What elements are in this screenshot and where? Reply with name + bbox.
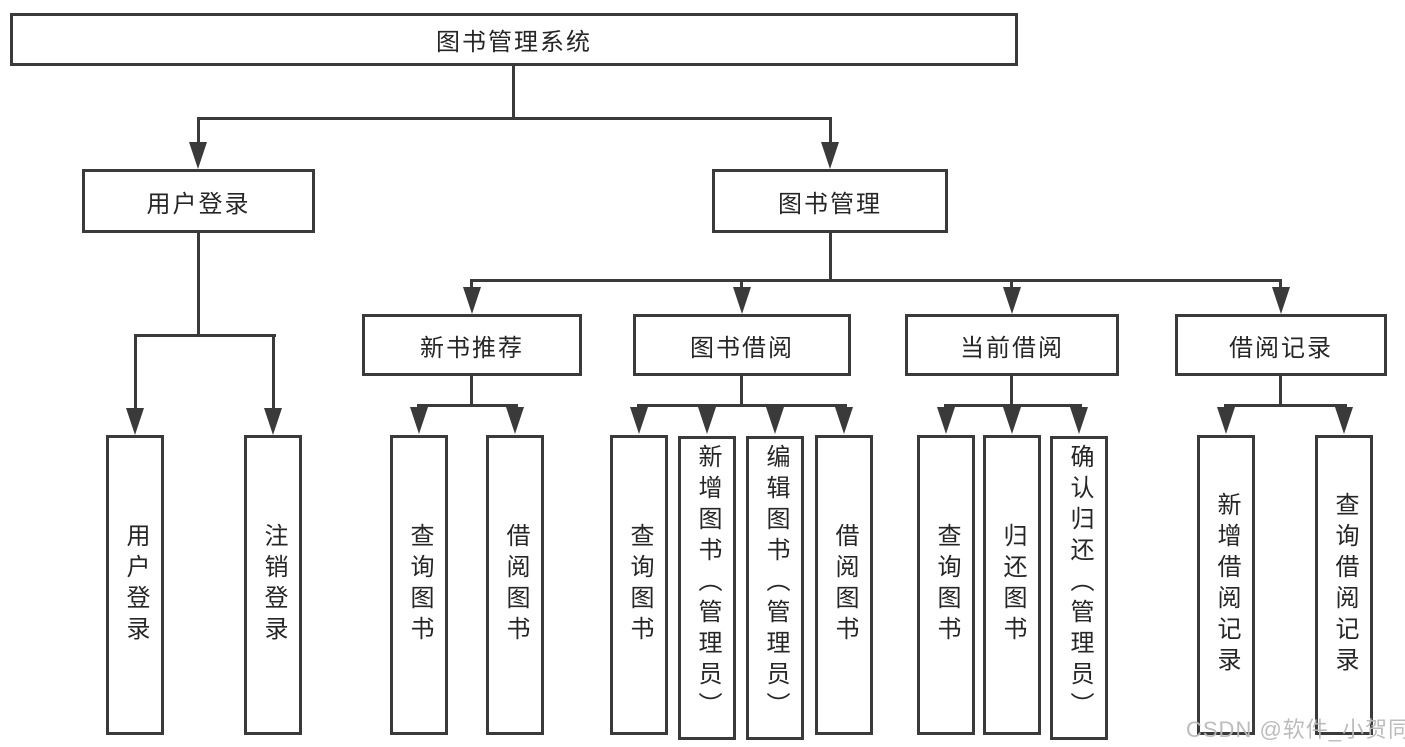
csdn-watermark: CSDN @软件_小贺同学: [1186, 717, 1405, 742]
node-current-borrowing-label: 当前借阅: [960, 334, 1064, 362]
arrow-leaf-br-add: [1217, 407, 1235, 434]
connector-drop-book-borrowing: [740, 279, 743, 290]
leaf-logout: 注销登录: [244, 435, 302, 735]
node-new-book-recommend: 新书推荐: [362, 314, 582, 376]
leaf-borrow-query: 查询图书: [610, 435, 668, 735]
node-book-borrowing-label: 图书借阅: [690, 334, 794, 362]
leaf-borrow-add-admin: 新增图书（管理员）: [678, 436, 736, 740]
connector-drop-new-book-recommend: [470, 279, 473, 290]
connector-current-borrowing-stem: [1010, 376, 1013, 407]
leaf-records-query: 查询借阅记录: [1315, 435, 1373, 735]
leaf-records-add-label: 新增借阅记录: [1213, 492, 1240, 678]
connector-drop-leaf-user-login: [134, 334, 137, 410]
arrow-leaf-nb-borrow: [506, 407, 524, 434]
leaf-current-confirm-admin: 确认归还（管理员）: [1050, 436, 1108, 740]
connector-new-book-rail: [417, 404, 518, 407]
arrow-current-borrowing: [1003, 287, 1021, 314]
leaf-current-query: 查询图书: [917, 435, 975, 735]
node-new-book-recommend-label: 新书推荐: [420, 334, 524, 362]
node-borrowing-records: 借阅记录: [1175, 314, 1387, 376]
leaf-current-query-label: 查询图书: [933, 523, 960, 647]
leaf-records-add: 新增借阅记录: [1197, 435, 1255, 735]
arrow-book-borrowing: [733, 287, 751, 314]
leaf-new-books-borrow-label: 借阅图书: [502, 523, 529, 647]
node-root-label: 图书管理系统: [436, 29, 592, 56]
node-root: 图书管理系统: [10, 13, 1018, 66]
leaf-new-books-query: 查询图书: [390, 435, 448, 735]
connector-book-borrowing-stem: [740, 376, 743, 407]
arrow-leaf-bb-query: [630, 407, 648, 434]
arrow-leaf-logout: [264, 408, 282, 435]
arrow-leaf-cb-confirm: [1070, 407, 1088, 434]
leaf-borrow-borrow-label: 借阅图书: [831, 523, 858, 647]
node-user-login: 用户登录: [82, 169, 315, 233]
connector-drop-borrowing-records: [1279, 279, 1282, 290]
leaf-new-books-borrow: 借阅图书: [486, 435, 544, 735]
connector-book-management-rail: [470, 279, 1282, 282]
leaf-borrow-edit-admin: 编辑图书（管理员）: [746, 436, 804, 740]
connector-book-management-stem: [829, 233, 832, 282]
connector-user-login-rail: [134, 334, 276, 337]
connector-drop-user-login: [197, 117, 200, 145]
arrow-leaf-user-login: [126, 408, 144, 435]
node-current-borrowing: 当前借阅: [905, 314, 1119, 376]
leaf-records-query-label: 查询借阅记录: [1331, 492, 1358, 678]
connector-drop-current-borrowing: [1010, 279, 1013, 290]
arrow-leaf-bb-borrow: [835, 407, 853, 434]
leaf-borrow-edit-admin-label: 编辑图书（管理员）: [762, 444, 789, 723]
arrow-book-management: [821, 142, 839, 169]
connector-new-book-stem: [470, 376, 473, 407]
node-borrowing-records-label: 借阅记录: [1229, 334, 1333, 362]
arrow-leaf-br-query: [1335, 407, 1353, 434]
node-user-login-label: 用户登录: [146, 190, 251, 218]
arrow-leaf-cb-query: [937, 407, 955, 434]
arrow-leaf-nb-query: [410, 407, 428, 434]
connector-root-stem: [512, 66, 515, 120]
connector-book-borrowing-rail: [637, 404, 847, 407]
arrow-leaf-cb-return: [1003, 407, 1021, 434]
leaf-user-login-label: 用户登录: [122, 523, 149, 647]
connector-borrowing-records-rail: [1224, 404, 1347, 407]
leaf-current-return: 归还图书: [983, 435, 1041, 735]
leaf-user-login: 用户登录: [106, 435, 164, 735]
arrow-new-book-recommend: [463, 287, 481, 314]
connector-user-login-stem: [197, 233, 200, 336]
leaf-borrow-add-admin-label: 新增图书（管理员）: [694, 444, 721, 723]
connector-current-borrowing-rail: [944, 404, 1082, 407]
leaf-borrow-borrow: 借阅图书: [815, 435, 873, 735]
connector-borrowing-records-stem: [1279, 376, 1282, 407]
arrow-leaf-bb-edit: [766, 407, 784, 434]
arrow-borrowing-records: [1272, 287, 1290, 314]
leaf-current-confirm-admin-label: 确认归还（管理员）: [1066, 444, 1093, 723]
leaf-logout-label: 注销登录: [260, 523, 287, 647]
node-book-borrowing: 图书借阅: [633, 314, 851, 376]
node-book-management-label: 图书管理: [778, 190, 882, 218]
arrow-user-login: [189, 142, 207, 169]
leaf-borrow-query-label: 查询图书: [626, 523, 653, 647]
connector-drop-book-management: [829, 117, 832, 145]
node-book-management: 图书管理: [712, 169, 948, 233]
connector-root-rail: [197, 117, 832, 120]
connector-drop-leaf-logout: [272, 334, 275, 410]
leaf-new-books-query-label: 查询图书: [406, 523, 433, 647]
leaf-current-return-label: 归还图书: [999, 523, 1026, 647]
arrow-leaf-bb-add: [698, 407, 716, 434]
